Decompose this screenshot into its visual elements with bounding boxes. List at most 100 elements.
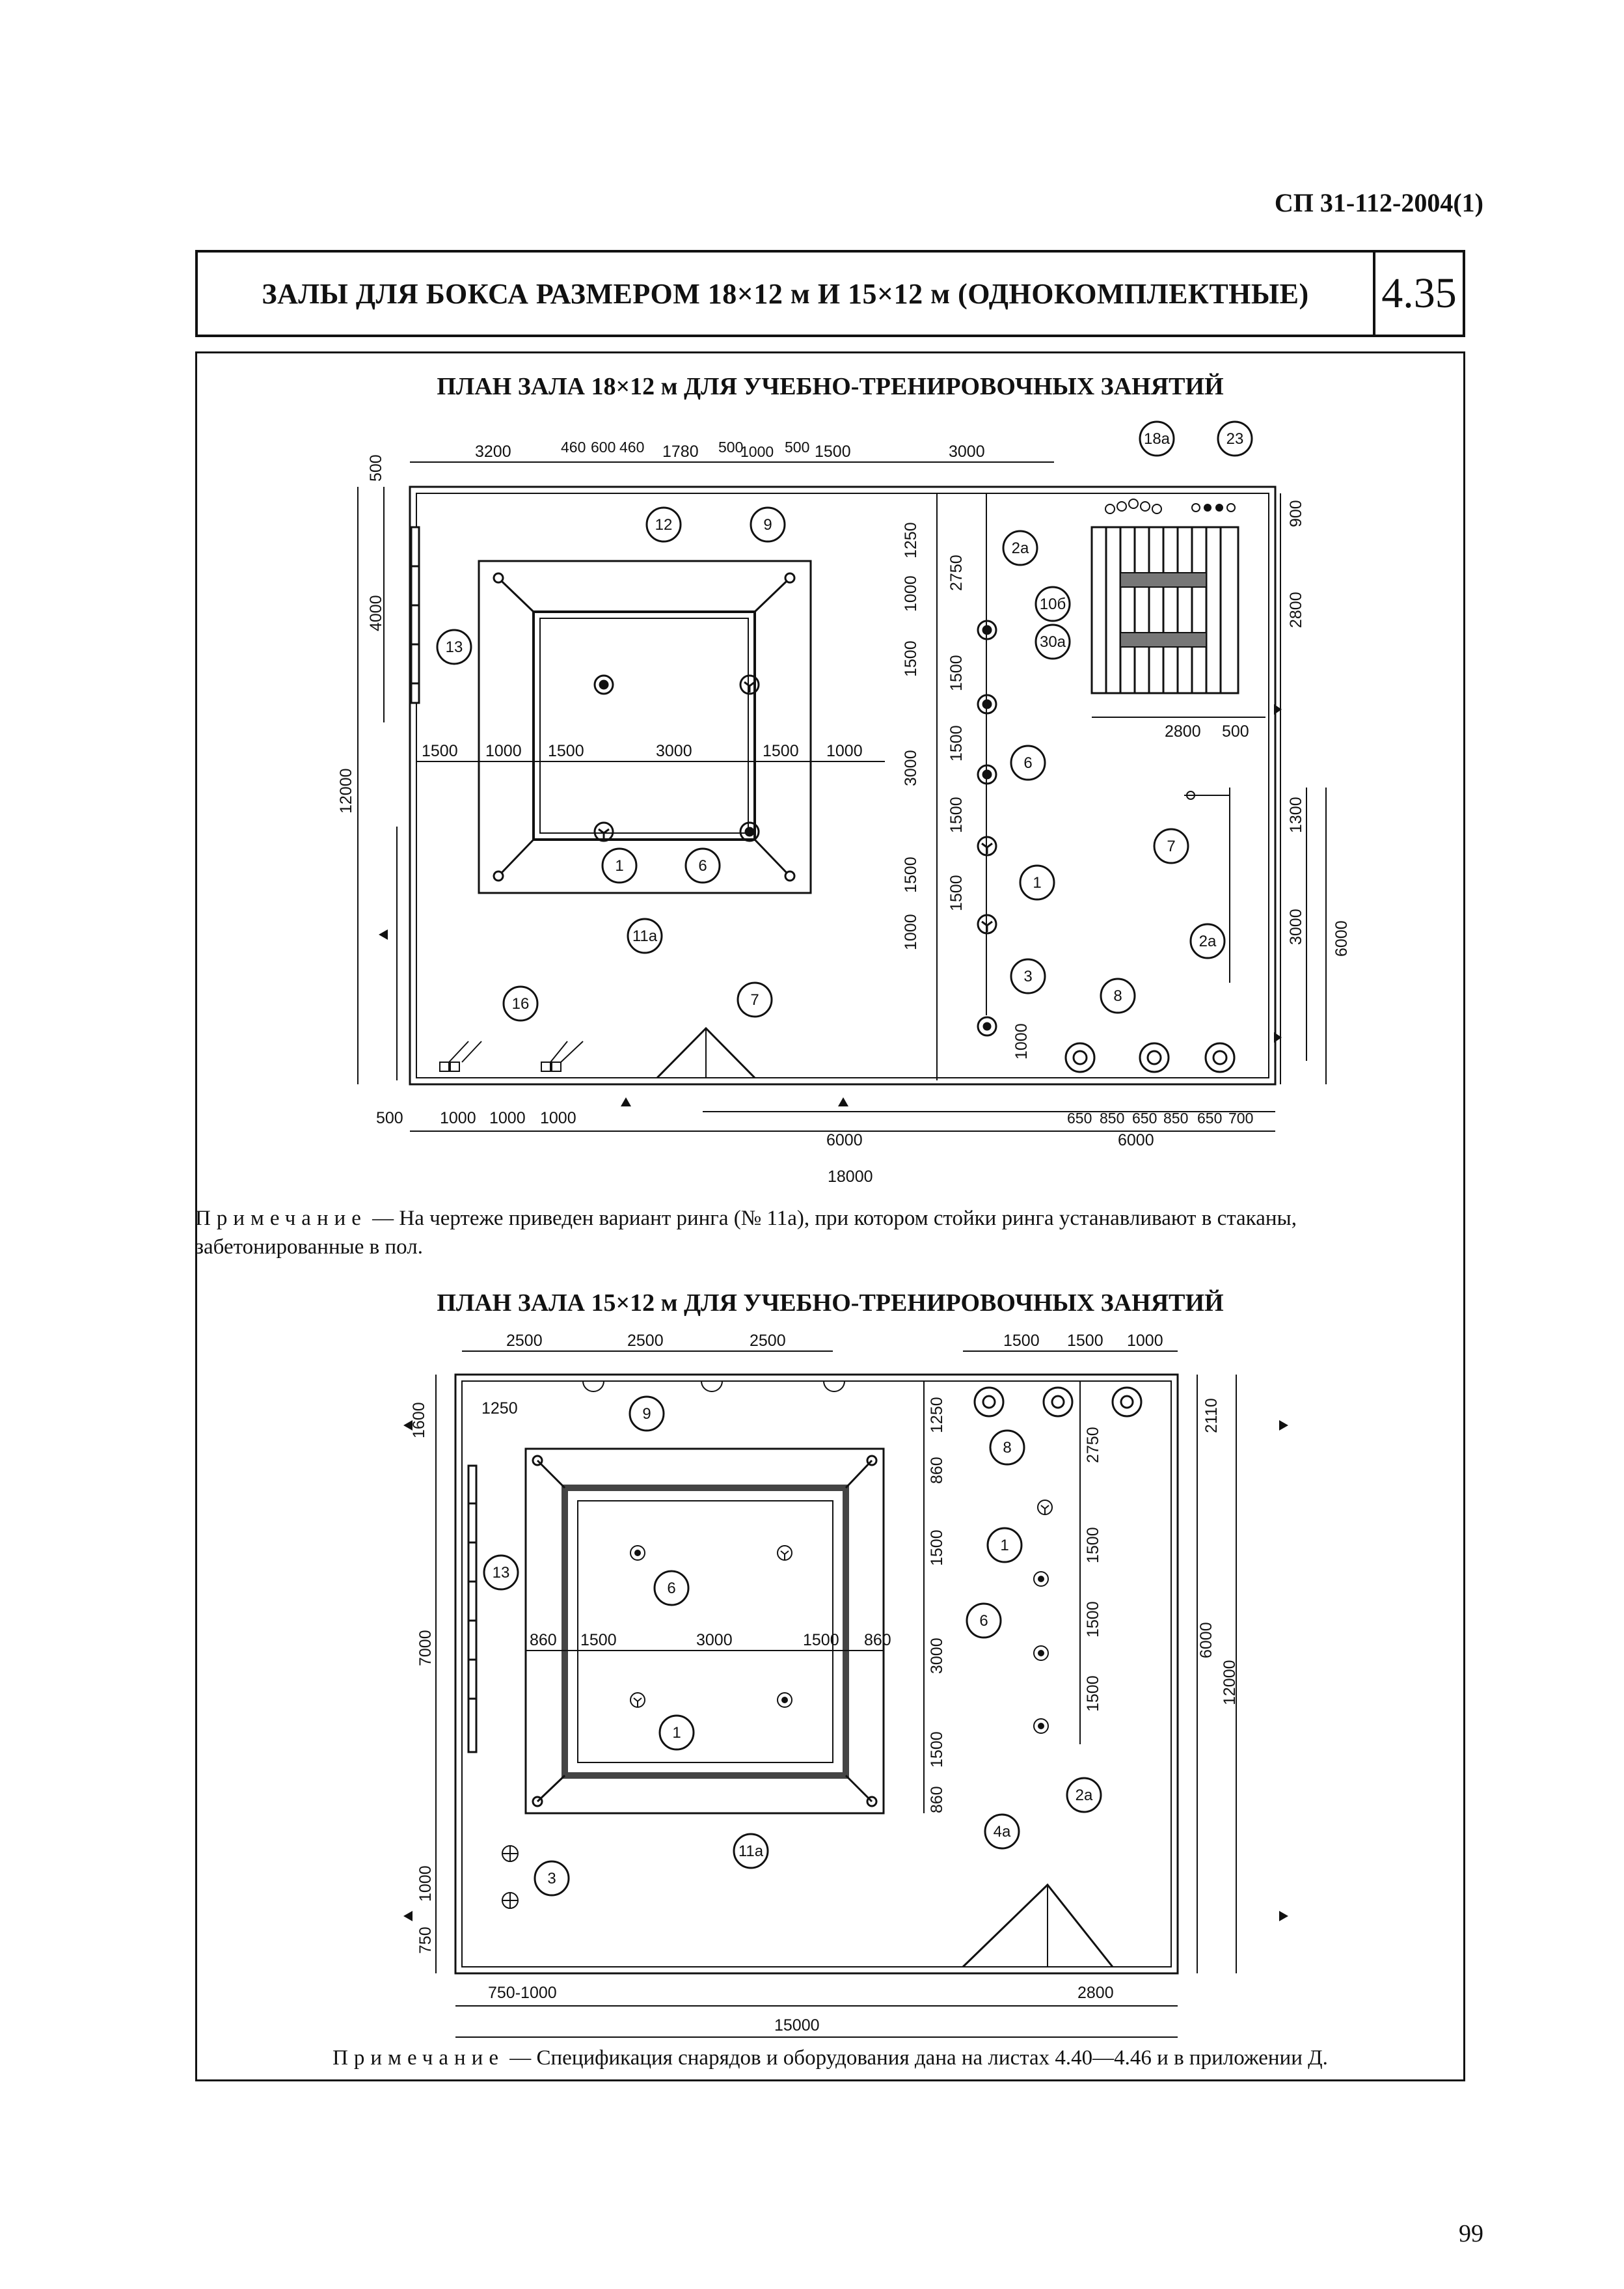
plan2-dim-2800: 2800 (1077, 1984, 1114, 2002)
plan2-dimension-lines (435, 1350, 1237, 2038)
plan2-dim-1500g: 1500 (1084, 1527, 1102, 1563)
plan1-dim-500-left: 500 (367, 454, 385, 482)
plan2-dim-1250b: 1250 (928, 1397, 946, 1433)
plan1-dim-1500d: 1500 (763, 742, 799, 760)
svg-text:9: 9 (642, 1405, 651, 1423)
plan1-callout-1a (1019, 864, 1055, 901)
plan1-dim-1000i: 1000 (1012, 1023, 1031, 1060)
plan1-dim-6000b: 6000 (1118, 1131, 1154, 1149)
plan2-callout-13 (483, 1554, 519, 1591)
plan2-dim-1000v: 1000 (416, 1865, 435, 1902)
plan1-dim-6000a: 6000 (826, 1131, 863, 1149)
plan1-title: ПЛАН ЗАЛА 18×12 м ДЛЯ УЧЕБНО-ТРЕНИРОВОЧН… (437, 373, 1224, 400)
plan2-speed-bags (973, 1386, 1143, 1418)
plan1-ring-inner (539, 618, 749, 834)
plan1-dim-500d: 500 (376, 1109, 403, 1127)
plan1-dim-700: 700 (1228, 1110, 1253, 1127)
plan1-dim-4000: 4000 (367, 595, 385, 631)
document-code: СП 31-112-2004(1) (1274, 188, 1483, 217)
plan2-vertical-labels: 1600 7000 1000 750 1250 860 1500 3000 15… (410, 1397, 1239, 1954)
plan2-callouts (483, 1395, 1102, 1897)
plan1-dimension-lines (357, 461, 1327, 1132)
svg-text:2а: 2а (1012, 540, 1029, 557)
svg-text:13: 13 (446, 638, 463, 656)
plan2-dim-3000b: 3000 (928, 1638, 946, 1674)
plan1-hall-wall-inner (416, 493, 1269, 1078)
plan2-ring-inner (577, 1500, 833, 1763)
plan1-callout-7a (1153, 828, 1189, 864)
plan2-callout-1b (658, 1714, 695, 1751)
plan2-lamps (582, 1380, 845, 1392)
plan2-dim-1600: 1600 (410, 1402, 428, 1438)
plan2-hall-wall-outer (454, 1373, 1179, 1975)
page-number: 99 (1459, 2220, 1483, 2247)
plan1-callout-8 (1100, 978, 1136, 1014)
plan2-dim-3000a: 3000 (696, 1631, 733, 1649)
plan1-racks (1105, 499, 1236, 514)
svg-text:10б: 10б (1040, 596, 1066, 613)
plan1-dim-1000a: 1000 (740, 443, 774, 460)
plan1-dim-850b: 850 (1163, 1110, 1188, 1127)
plan1-callout-12 (645, 506, 682, 543)
plan1-dim-460a: 460 (561, 439, 586, 456)
plan1-callouts (436, 420, 1253, 1022)
plan2-bags (630, 1500, 1053, 1734)
plan1-dim-18000: 18000 (828, 1168, 873, 1186)
svg-text:6: 6 (667, 1580, 675, 1597)
plan1-ring-platform (478, 560, 812, 894)
plan1-ring-corner-posts (493, 572, 796, 882)
svg-text:23: 23 (1226, 430, 1244, 448)
plan1-dim-650a: 650 (1067, 1110, 1092, 1127)
svg-text:8: 8 (1113, 987, 1122, 1005)
plan1-dim-3000d: 3000 (1287, 909, 1305, 945)
plan2-callout-3 (534, 1860, 570, 1897)
plan1-callout-10b (1035, 586, 1071, 622)
plan2-dim-750-1000: 750-1000 (488, 1984, 557, 2002)
plan1-callout-3 (1010, 958, 1046, 994)
plan2-dim-860b: 860 (864, 1631, 891, 1649)
plan1-dim-3200: 3200 (475, 443, 511, 461)
plan2-dim-12000: 12000 (1221, 1660, 1239, 1705)
plan1-dim-1500a: 1500 (815, 443, 851, 461)
plan1-callout-6b (684, 847, 721, 884)
plan1-dim-1500f: 1500 (902, 857, 920, 893)
plan2-dim-2750: 2750 (1084, 1427, 1102, 1463)
plan2-ring-canvas (562, 1485, 849, 1779)
plan1-dim-1500i: 1500 (947, 797, 966, 833)
svg-text:2а: 2а (1199, 933, 1217, 950)
plan2-callout-9 (629, 1395, 665, 1432)
plan2-drawing: 2500 2500 2500 1500 1500 1000 1250 860 1… (403, 1332, 1288, 2038)
plan1-drawing: 3200 460 600 460 1780 500 1000 500 1500 … (337, 420, 1351, 1186)
drawing-frame (195, 351, 1465, 2081)
plan2-callout-11a (733, 1833, 769, 1869)
plan2-dim-1500d: 1500 (803, 1631, 839, 1649)
svg-text:4а: 4а (994, 1823, 1011, 1841)
plan2-note-text: — Спецификация снарядов и оборудования д… (504, 2046, 1328, 2070)
plan2-dim-1500h: 1500 (1084, 1601, 1102, 1638)
plan1-dim-1300: 1300 (1287, 797, 1305, 833)
plan1-dim-1780: 1780 (662, 443, 699, 461)
plan1-dim-650c: 650 (1197, 1110, 1222, 1127)
plan1-ring-canvas (532, 610, 756, 841)
plan1-callout-1b (601, 847, 638, 884)
plan2-ring-platform (524, 1447, 885, 1815)
plan1-stands (439, 1041, 584, 1072)
plan1-callout-23 (1217, 420, 1253, 457)
plan1-dim-1500b: 1500 (422, 742, 458, 760)
svg-text:16: 16 (512, 995, 530, 1013)
plan1-callout-30a (1035, 624, 1071, 660)
svg-text:12: 12 (655, 516, 673, 534)
svg-text:30а: 30а (1040, 633, 1066, 651)
svg-text:1: 1 (672, 1724, 681, 1742)
plan2-dim-2500c: 2500 (750, 1332, 786, 1350)
svg-text:18а: 18а (1144, 430, 1171, 448)
plan1-dim-3000c: 3000 (902, 750, 920, 786)
plan1-speed-bags (1064, 1042, 1236, 1073)
plan2-markers (403, 1420, 1288, 1921)
plan1-hall-wall-outer (409, 486, 1277, 1086)
plan2-dim-1500i: 1500 (1084, 1675, 1102, 1712)
header-divider (1373, 253, 1375, 335)
plan1-dim-1250: 1250 (902, 522, 920, 558)
plan2-dim-750: 750 (416, 1926, 435, 1954)
